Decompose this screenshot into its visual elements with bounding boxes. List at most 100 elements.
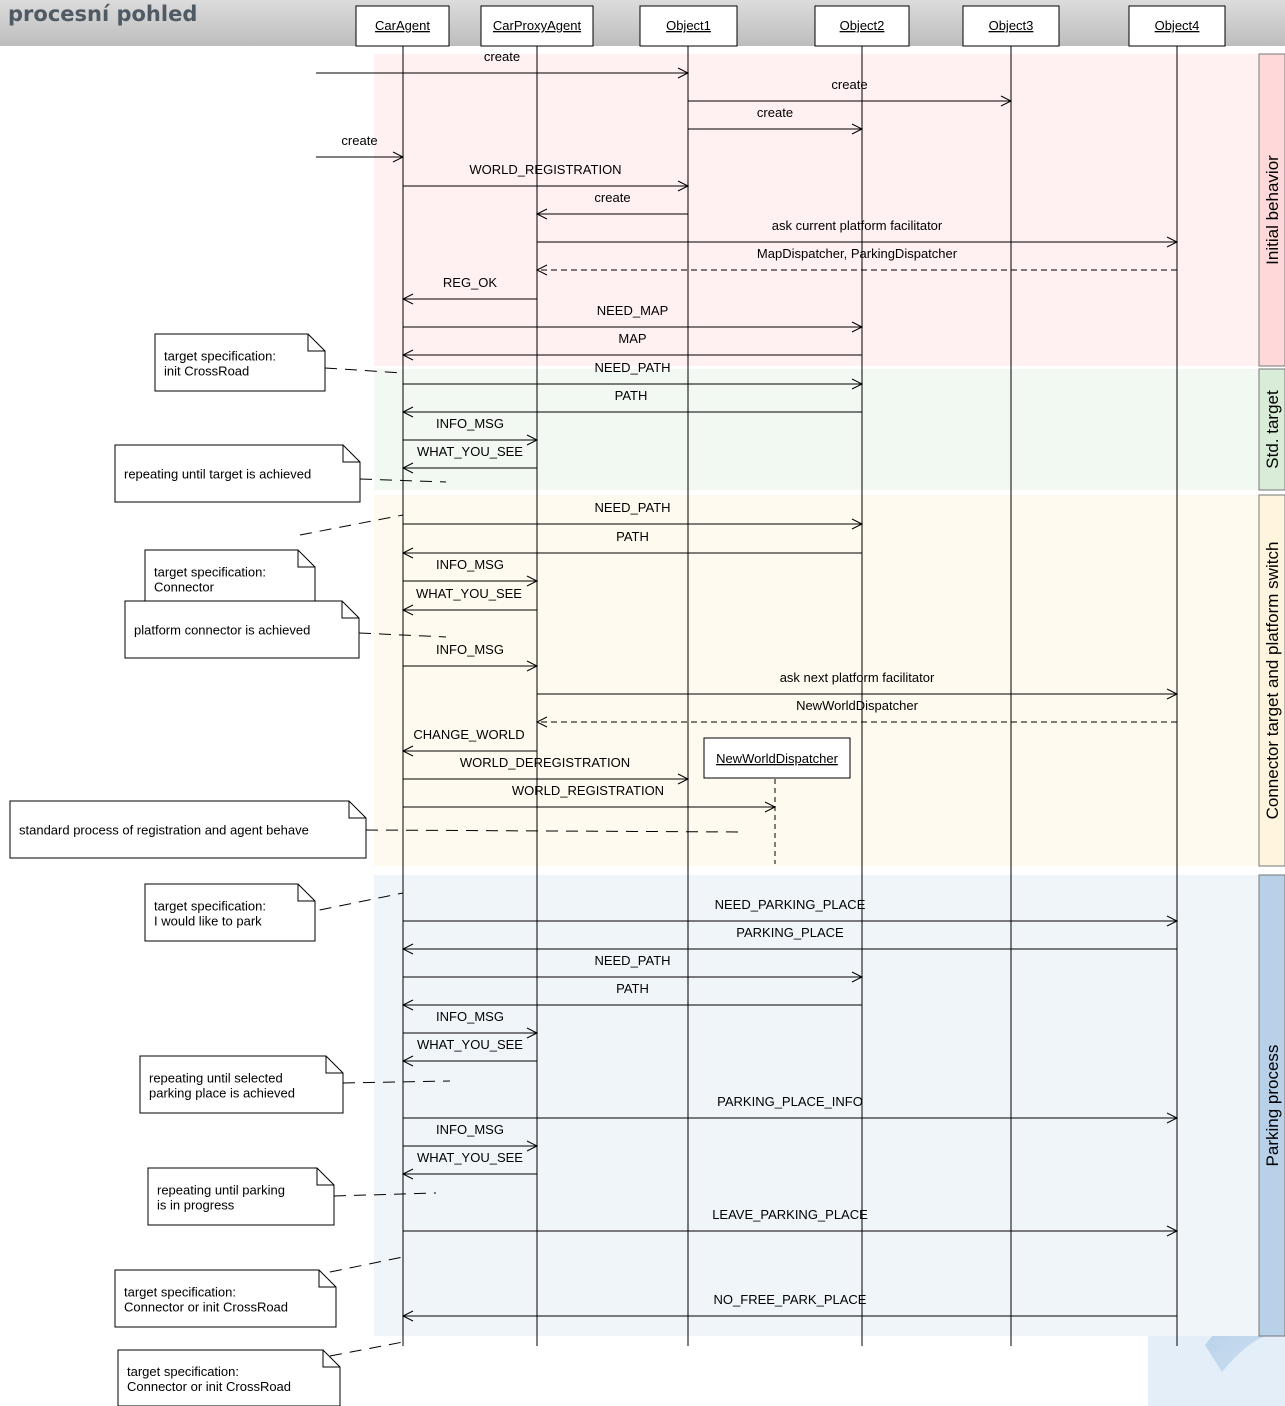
note-text: init CrossRoad — [164, 364, 249, 379]
message-arrowhead — [401, 999, 414, 1011]
note-box — [144, 549, 316, 608]
message-arrowhead — [851, 123, 864, 135]
note-box — [147, 1167, 335, 1226]
message-label: NO_FREE_PARK_PLACE — [714, 1292, 867, 1307]
message-label: PARKING_PLACE_INFO — [717, 1094, 863, 1109]
phase-region — [374, 369, 1260, 490]
phase-label: Connector target and platform switch — [1263, 542, 1282, 820]
note-fold — [322, 1350, 340, 1368]
note-text: standard process of registration and age… — [19, 823, 309, 838]
message-arrowhead — [535, 208, 548, 220]
note-fold — [342, 445, 360, 463]
message-arrowhead — [1166, 688, 1179, 700]
phase-label-box — [1258, 53, 1285, 367]
participant-label: CarProxyAgent — [493, 18, 582, 33]
note-text: repeating until parking — [157, 1183, 285, 1198]
note-text: I would like to park — [154, 914, 262, 929]
note-connector — [299, 892, 404, 915]
participant-label: Object3 — [989, 18, 1034, 33]
message-arrowhead — [851, 971, 864, 983]
message-label: WORLD_REGISTRATION — [469, 162, 621, 177]
message-label: MAP — [618, 331, 646, 346]
note-text: target specification: — [164, 349, 276, 364]
message-label: MapDispatcher, ParkingDispatcher — [757, 246, 958, 261]
note-text: repeating until target is achieved — [124, 467, 311, 482]
message-label: LEAVE_PARKING_PLACE — [712, 1207, 868, 1222]
message-arrowhead — [535, 264, 548, 276]
participant-box — [962, 5, 1060, 47]
message-label: PARKING_PLACE — [736, 925, 844, 940]
message-label: INFO_MSG — [436, 1009, 504, 1024]
note-text: Connector — [154, 580, 215, 595]
note-box — [9, 800, 367, 859]
message-label: PATH — [615, 388, 648, 403]
phase-label: Initial behavior — [1263, 155, 1282, 265]
message-arrowhead — [851, 321, 864, 333]
message-arrowhead — [526, 1027, 539, 1039]
comment-note: target specification:Connector — [144, 514, 404, 608]
message-label: create — [831, 77, 867, 92]
message-arrowhead — [401, 604, 414, 616]
note-connector — [365, 829, 741, 833]
note-text: target specification: — [127, 1364, 239, 1379]
participant-label: NewWorldDispatcher — [716, 751, 839, 766]
participant-box — [639, 5, 738, 47]
phase-label-box — [1258, 494, 1285, 867]
note-box — [144, 883, 316, 942]
message-arrowhead — [1166, 1112, 1179, 1124]
note-text: Connector or init CrossRoad — [124, 1300, 288, 1315]
message-label: WORLD_REGISTRATION — [512, 783, 664, 798]
message-arrowhead — [401, 1168, 414, 1180]
message-label: WHAT_YOU_SEE — [416, 586, 522, 601]
message-label: create — [341, 133, 377, 148]
message-label: WORLD_DEREGISTRATION — [460, 755, 630, 770]
participant-label: CarAgent — [375, 18, 430, 33]
message-arrowhead — [526, 434, 539, 446]
phase-label: Std. target — [1263, 390, 1282, 469]
message-label: WHAT_YOU_SEE — [417, 1037, 523, 1052]
participant-label: Object1 — [666, 18, 711, 33]
page-title: procesní pohled — [8, 2, 197, 26]
phase-label-box — [1258, 368, 1285, 491]
message-arrowhead — [392, 151, 405, 163]
message-label: create — [594, 190, 630, 205]
participant-box — [355, 5, 450, 47]
message-label: NEED_PATH — [594, 500, 670, 515]
note-fold — [341, 601, 359, 619]
note-text: repeating until selected — [149, 1071, 283, 1086]
message-arrowhead — [677, 773, 690, 785]
phase-label-box — [1258, 874, 1285, 1337]
message-label: NEED_PATH — [594, 953, 670, 968]
phase-region — [374, 495, 1260, 866]
message-label: INFO_MSG — [436, 557, 504, 572]
note-fold — [318, 1270, 336, 1288]
message-arrowhead — [1166, 1225, 1179, 1237]
comment-note: target specification:init CrossRoad — [154, 333, 404, 392]
message-arrowhead — [677, 67, 690, 79]
note-text: parking place is achieved — [149, 1086, 295, 1101]
message-arrowhead — [1166, 236, 1179, 248]
participant-box — [814, 5, 910, 47]
message-label: WHAT_YOU_SEE — [417, 1150, 523, 1165]
message-label: create — [484, 49, 520, 64]
message-label: CHANGE_WORLD — [413, 727, 524, 742]
note-fold — [307, 334, 325, 352]
note-connector — [333, 1192, 437, 1197]
message-arrowhead — [851, 518, 864, 530]
comment-note: standard process of registration and age… — [9, 800, 741, 859]
note-fold — [316, 1168, 334, 1186]
message-arrowhead — [401, 462, 414, 474]
message-arrowhead — [526, 660, 539, 672]
participant-box — [1128, 5, 1226, 47]
participant-label: Object4 — [1155, 18, 1200, 33]
message-label: INFO_MSG — [436, 416, 504, 431]
participant-label: Object2 — [840, 18, 885, 33]
participant-box — [703, 737, 851, 779]
note-fold — [325, 1056, 343, 1074]
note-fold — [297, 884, 315, 902]
message-label: NewWorldDispatcher — [796, 698, 919, 713]
note-fold — [348, 801, 366, 819]
note-connector — [329, 1256, 404, 1273]
message-label: PATH — [616, 981, 649, 996]
